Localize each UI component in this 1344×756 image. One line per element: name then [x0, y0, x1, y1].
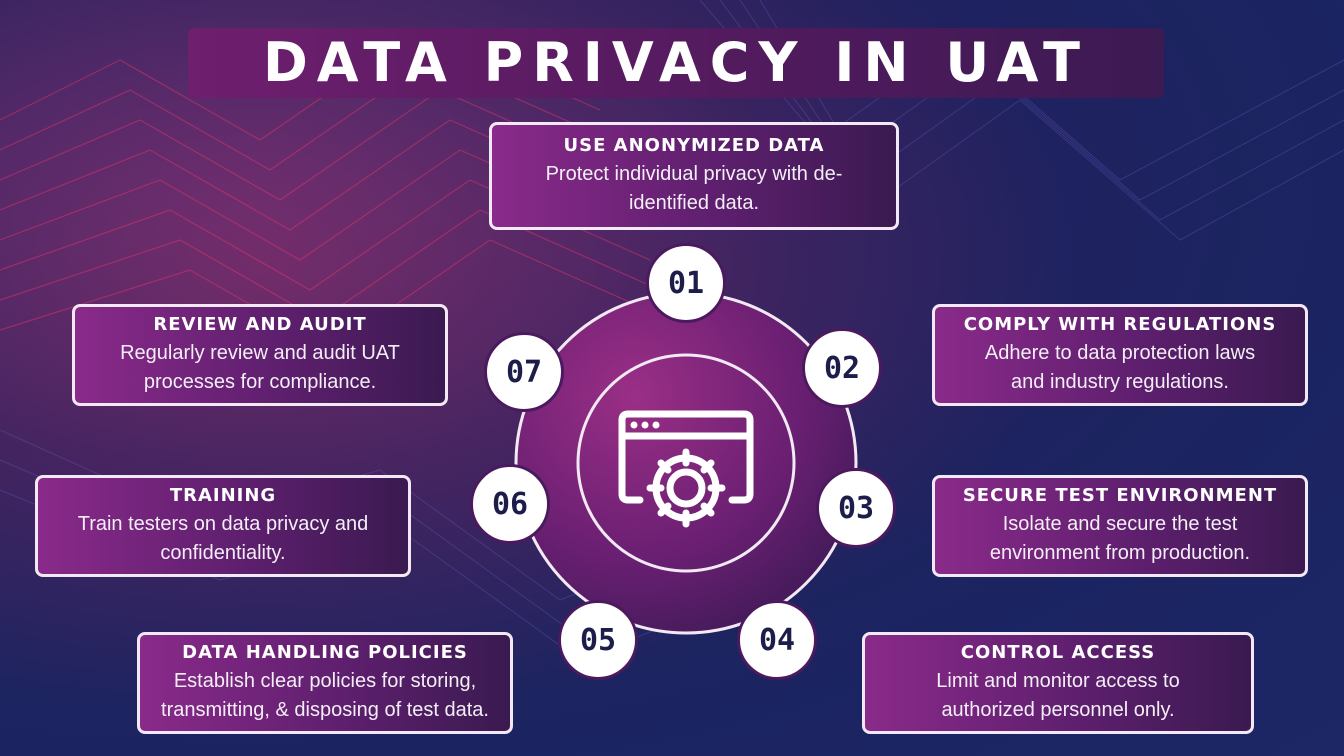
step-number-07: 07: [484, 332, 564, 412]
step-number-03: 03: [816, 468, 896, 548]
page-title: DATA PRIVACY IN UAT: [262, 31, 1090, 94]
step-card-05: DATA HANDLING POLICIES Establish clear p…: [137, 632, 513, 734]
step-description: Regularly review and audit UAT processes…: [120, 341, 400, 393]
step-number-06: 06: [470, 464, 550, 544]
step-description: Establish clear policies for storing, tr…: [161, 669, 489, 721]
step-title: DATA HANDLING POLICIES: [182, 641, 468, 663]
step-card-04: CONTROL ACCESS Limit and monitor access …: [862, 632, 1254, 734]
step-title: USE ANONYMIZED DATA: [563, 134, 825, 156]
step-description: Protect individual privacy with de-ident…: [545, 162, 843, 214]
step-description: Train testers on data privacy and confid…: [77, 512, 369, 564]
step-card-02: COMPLY WITH REGULATIONS Adhere to data p…: [932, 304, 1308, 406]
step-title: CONTROL ACCESS: [960, 641, 1156, 663]
step-number-04: 04: [737, 600, 817, 680]
step-number-05: 05: [558, 600, 638, 680]
step-number-01: 01: [646, 243, 726, 323]
step-card-06: TRAINING Train testers on data privacy a…: [35, 475, 411, 577]
step-title: COMPLY WITH REGULATIONS: [963, 313, 1277, 335]
step-title: REVIEW AND AUDIT: [153, 313, 367, 335]
step-card-03: SECURE TEST ENVIRONMENT Isolate and secu…: [932, 475, 1308, 577]
step-description: Limit and monitor access to authorized p…: [936, 669, 1180, 721]
title-banner: DATA PRIVACY IN UAT: [188, 28, 1164, 98]
step-description: Adhere to data protection laws and indus…: [984, 341, 1256, 393]
step-number-02: 02: [802, 328, 882, 408]
step-title: TRAINING: [169, 484, 277, 506]
step-description: Isolate and secure the test environment …: [989, 512, 1251, 564]
step-card-07: REVIEW AND AUDIT Regularly review and au…: [72, 304, 448, 406]
step-card-01: USE ANONYMIZED DATA Protect individual p…: [489, 122, 899, 230]
step-title: SECURE TEST ENVIRONMENT: [962, 484, 1278, 506]
